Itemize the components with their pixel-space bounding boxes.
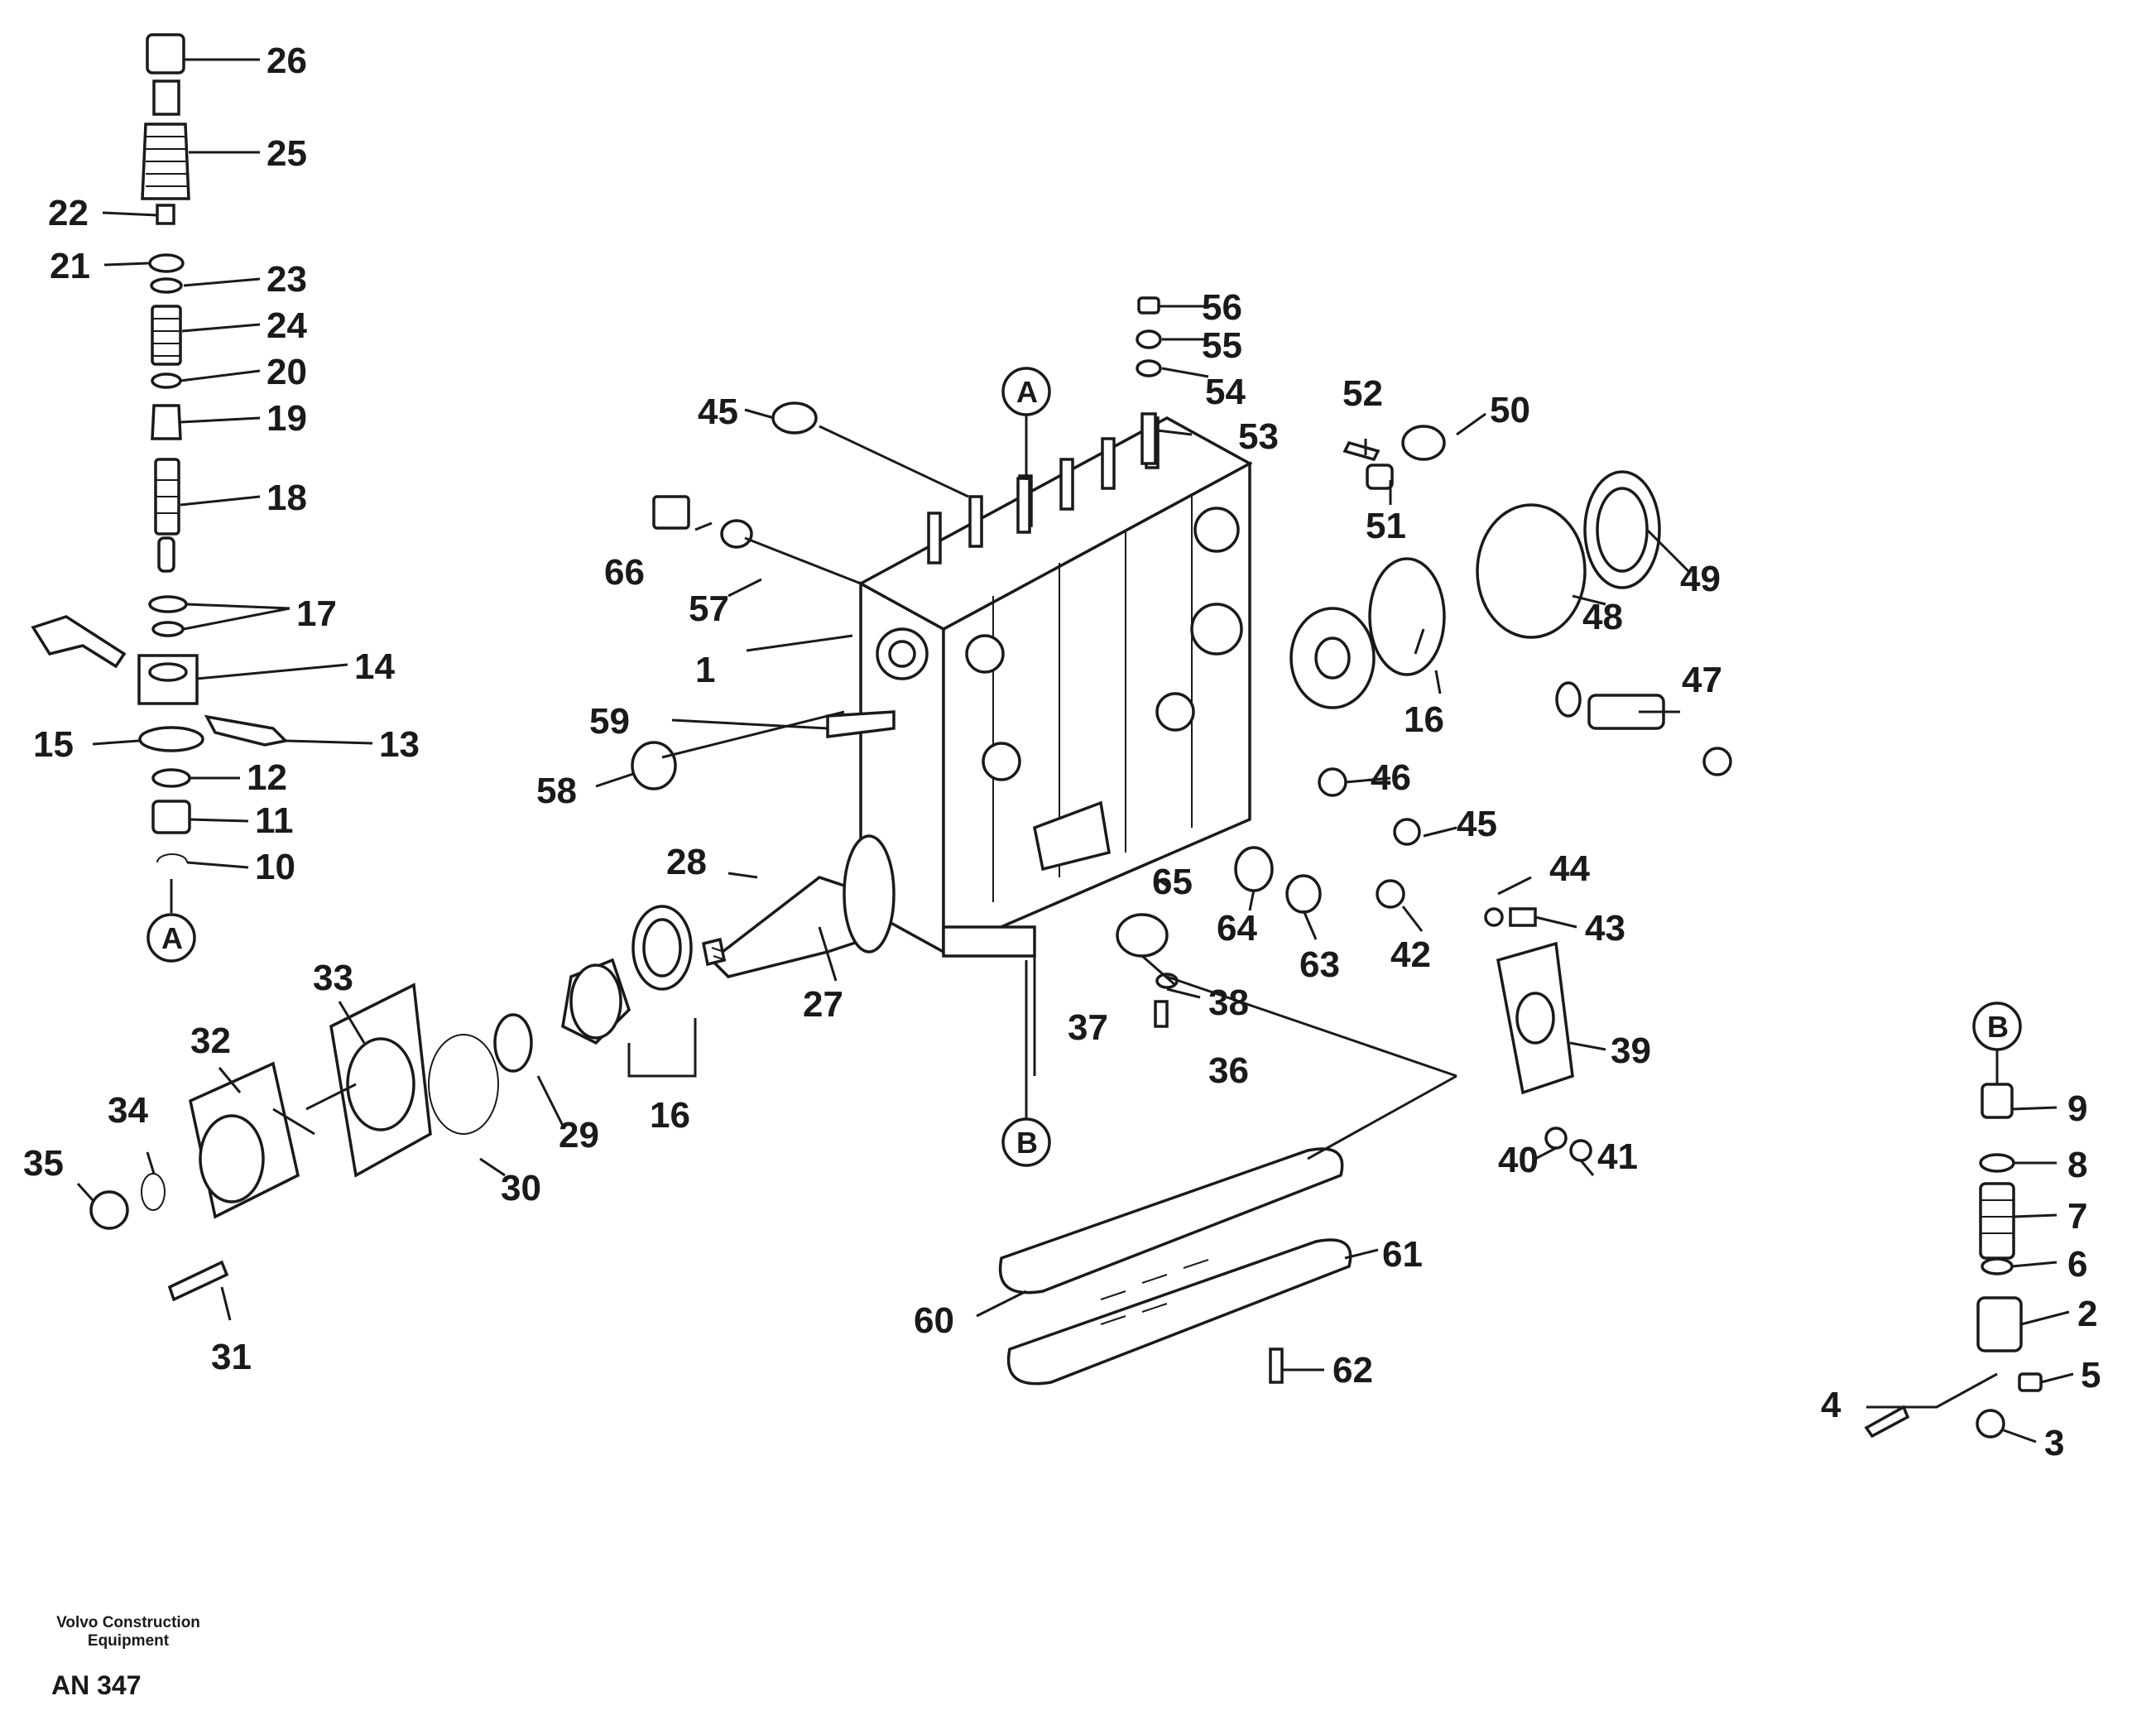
callout-21: 21 — [50, 246, 90, 286]
callout-20: 20 — [266, 352, 307, 392]
callout-55: 55 — [1202, 325, 1242, 366]
drawing-code: AN 347 — [51, 1670, 142, 1700]
callout-12: 12 — [247, 757, 287, 798]
callout-44: 44 — [1549, 848, 1590, 889]
front-bearing-parts — [89, 905, 693, 1302]
camshaft — [701, 834, 896, 978]
reference-markers: A A B B — [161, 367, 2009, 1160]
callout-45-top: 45 — [698, 392, 738, 432]
delivery-valve-assembly — [31, 33, 289, 963]
callout-13: 13 — [379, 724, 420, 765]
callout-51: 51 — [1366, 506, 1406, 546]
callout-53: 53 — [1238, 416, 1279, 457]
callout-16-left: 16 — [650, 1095, 690, 1136]
callout-39: 39 — [1611, 1030, 1651, 1071]
callout-8: 8 — [2067, 1145, 2087, 1185]
callout-47: 47 — [1682, 660, 1722, 700]
callout-54: 54 — [1205, 372, 1246, 412]
callout-41: 41 — [1597, 1136, 1638, 1177]
company-name-line1: Volvo Construction — [56, 1614, 200, 1631]
callout-19: 19 — [266, 398, 307, 439]
callout-28: 28 — [666, 842, 707, 882]
callout-40: 40 — [1498, 1140, 1539, 1180]
callout-1: 1 — [695, 650, 715, 690]
roller-tappet-assembly — [1001, 1002, 2043, 1439]
callout-45-right: 45 — [1457, 804, 1497, 844]
callout-57: 57 — [689, 588, 729, 629]
callout-9: 9 — [2067, 1088, 2087, 1129]
callout-10: 10 — [255, 847, 295, 887]
callout-11: 11 — [255, 800, 294, 841]
callout-17: 17 — [296, 593, 337, 634]
callout-63: 63 — [1299, 944, 1340, 985]
callout-48: 48 — [1582, 597, 1623, 637]
callout-65: 65 — [1152, 862, 1193, 902]
callout-42: 42 — [1390, 934, 1431, 975]
callout-36: 36 — [1208, 1050, 1249, 1091]
callout-34: 34 — [108, 1090, 148, 1131]
callout-30: 30 — [501, 1168, 541, 1208]
callout-29: 29 — [559, 1115, 599, 1155]
callout-50: 50 — [1490, 390, 1530, 430]
callout-60: 60 — [914, 1300, 954, 1341]
callout-52: 52 — [1342, 373, 1383, 414]
callout-31: 31 — [211, 1337, 252, 1377]
callout-14: 14 — [354, 646, 395, 687]
reference-b-right: B — [1987, 1010, 2009, 1044]
callout-61: 61 — [1382, 1234, 1423, 1275]
company-name-line2: Equipment — [87, 1632, 170, 1650]
callout-49: 49 — [1680, 559, 1721, 599]
callout-43: 43 — [1585, 908, 1625, 949]
callout-6: 6 — [2067, 1244, 2087, 1285]
callout-62: 62 — [1332, 1350, 1373, 1391]
callout-4: 4 — [1821, 1385, 1841, 1425]
callout-56: 56 — [1202, 287, 1242, 328]
callout-33: 33 — [313, 958, 353, 998]
callout-23: 23 — [266, 259, 307, 300]
right-side-parts — [631, 401, 1732, 1162]
callout-3: 3 — [2044, 1423, 2064, 1463]
callout-22: 22 — [48, 193, 89, 233]
callout-37: 37 — [1068, 1007, 1108, 1048]
callout-27: 27 — [803, 984, 843, 1025]
callout-35: 35 — [23, 1143, 64, 1184]
callout-64: 64 — [1217, 908, 1257, 949]
callout-7: 7 — [2067, 1196, 2087, 1237]
bottom-cover-plates — [998, 1147, 1352, 1386]
callout-18: 18 — [266, 478, 307, 518]
callout-46: 46 — [1371, 757, 1411, 798]
company-name: Volvo Construction Equipment — [50, 1614, 207, 1650]
reference-a-top: A — [1016, 375, 1038, 409]
reference-a-left: A — [161, 921, 183, 955]
callout-38: 38 — [1208, 982, 1249, 1023]
callout-58: 58 — [536, 771, 577, 811]
callout-26: 26 — [266, 41, 307, 81]
stud-nut-stack — [1136, 296, 1162, 465]
callout-32: 32 — [190, 1021, 231, 1061]
callout-2: 2 — [2077, 1294, 2097, 1334]
callout-15: 15 — [33, 724, 74, 765]
callout-59: 59 — [589, 701, 630, 742]
callout-25: 25 — [266, 133, 307, 174]
callout-16-right: 16 — [1404, 699, 1444, 740]
callout-5: 5 — [2081, 1355, 2101, 1396]
leader-lines — [76, 58, 2074, 1444]
callout-24: 24 — [266, 305, 307, 346]
callout-66: 66 — [604, 552, 645, 593]
callout-labels: 26 25 22 21 23 24 20 19 18 17 14 15 13 1… — [23, 41, 2101, 1463]
reference-b-center: B — [1016, 1126, 1038, 1160]
